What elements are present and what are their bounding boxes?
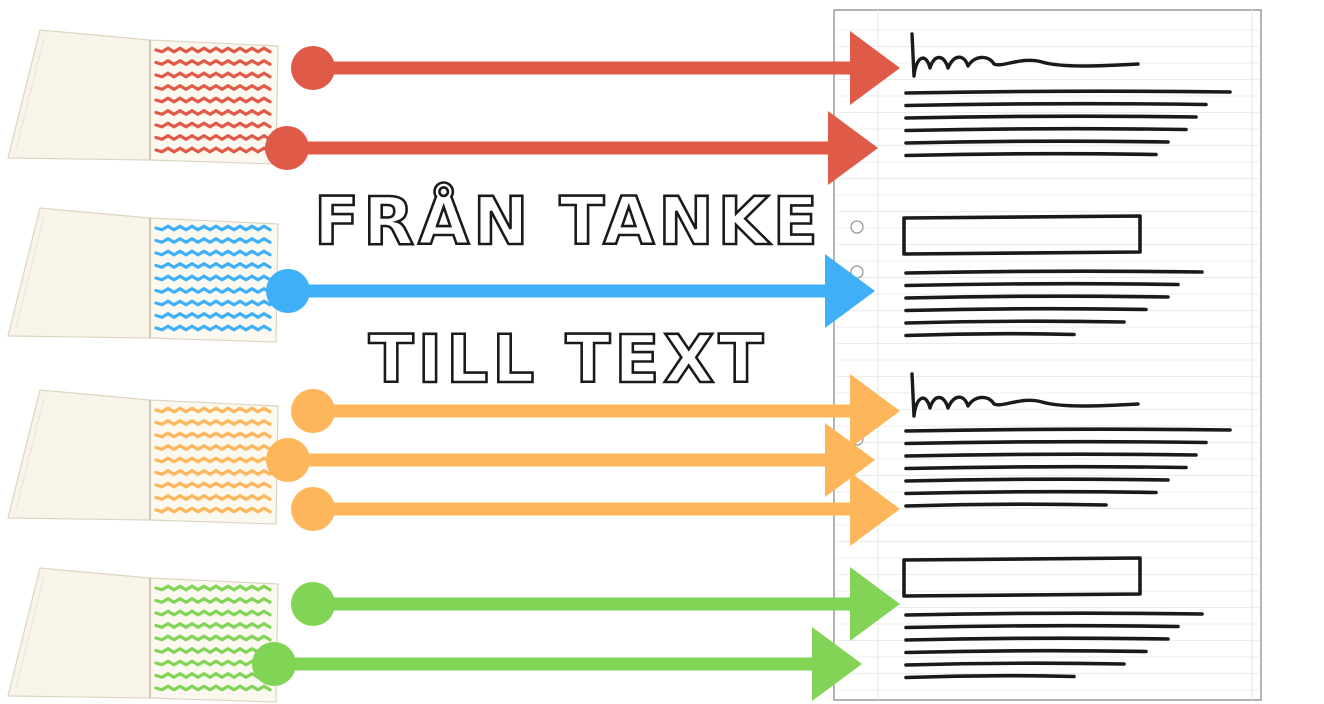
heading-scribble xyxy=(910,32,1140,78)
notebook-green xyxy=(7,567,279,703)
document-page xyxy=(833,9,1262,701)
body-text-line xyxy=(904,489,1158,496)
heading-box xyxy=(902,214,1142,256)
body-text-line xyxy=(904,281,1180,288)
notebook-text-line xyxy=(154,133,272,142)
notebook-orange xyxy=(7,389,279,525)
notebook-text-line xyxy=(154,261,272,270)
headline-line-2: TILL TEXT xyxy=(369,321,768,398)
notebook-text-line xyxy=(154,659,272,667)
notebook-text-line xyxy=(154,71,272,79)
red-arrow xyxy=(265,111,878,185)
arrow-head xyxy=(812,627,862,701)
arrow-head xyxy=(850,374,900,448)
notebook-text-line xyxy=(154,418,272,427)
notebook-text-line xyxy=(154,634,272,642)
body-text-line xyxy=(904,101,1208,108)
green-arrow xyxy=(252,627,862,701)
document-section xyxy=(904,372,1232,508)
body-text-line xyxy=(904,502,1108,508)
arrow-head xyxy=(828,111,878,185)
notebook-text-line xyxy=(154,671,272,680)
notebook-text-line xyxy=(154,646,272,655)
notebook-text-line xyxy=(154,224,272,232)
body-text-line xyxy=(904,114,1198,120)
blue-arrow xyxy=(266,254,875,328)
headline-line-1: FRÅN TANKE xyxy=(314,182,822,260)
notebook-text-line xyxy=(154,443,272,452)
document-section xyxy=(902,214,1204,338)
body-text-line xyxy=(904,151,1158,158)
body-text-line xyxy=(904,477,1170,483)
notebook-text-line xyxy=(154,468,272,477)
notebook-text-line xyxy=(154,311,272,320)
notebook-text-line xyxy=(154,286,272,295)
body-text-line xyxy=(904,648,1148,655)
body-text-line xyxy=(904,427,1232,433)
body-text-line xyxy=(904,139,1170,145)
body-text-line xyxy=(904,331,1076,338)
arrow-head xyxy=(850,31,900,105)
notebook-text-line xyxy=(154,481,272,489)
document-section xyxy=(902,556,1204,680)
notebook-blue xyxy=(7,207,279,343)
arrow-head xyxy=(850,567,900,641)
notebook-text-line xyxy=(154,493,272,502)
heading-box xyxy=(902,556,1142,598)
green-arrow xyxy=(291,567,900,641)
document-sections xyxy=(902,32,1232,680)
orange-arrow xyxy=(266,423,875,497)
notebook-text-line xyxy=(154,406,272,414)
notebook-text-line xyxy=(154,456,272,464)
heading-scribble xyxy=(910,372,1140,418)
body-text-line xyxy=(904,464,1188,471)
arrow-head xyxy=(850,472,900,546)
document-section xyxy=(904,32,1232,158)
body-text-line xyxy=(904,319,1126,325)
arrows-group xyxy=(252,31,900,701)
body-text-line xyxy=(904,294,1170,300)
arrow-head xyxy=(825,423,875,497)
orange-arrow xyxy=(291,472,900,546)
body-text-line xyxy=(904,673,1076,680)
body-text-line xyxy=(904,126,1188,133)
body-text-line xyxy=(904,623,1180,630)
notebook-text-line xyxy=(154,236,272,245)
notebooks-group xyxy=(7,29,279,703)
notebook-text-line xyxy=(154,584,272,592)
notebook-text-line xyxy=(154,249,272,257)
notebook-text-line xyxy=(154,324,272,332)
notebook-text-line xyxy=(154,274,272,282)
notebook-text-line xyxy=(154,431,272,439)
body-text-line xyxy=(904,439,1208,446)
notebook-text-line xyxy=(154,146,272,154)
notebook-text-line xyxy=(154,621,272,630)
body-text-line xyxy=(904,306,1148,313)
red-arrow xyxy=(291,31,900,105)
notebook-text-line xyxy=(154,108,272,117)
orange-arrow xyxy=(291,374,900,448)
punch-hole xyxy=(850,220,864,234)
notebook-text-line xyxy=(154,83,272,92)
body-text-line xyxy=(904,452,1198,458)
body-text-line xyxy=(904,611,1204,617)
notebook-text-line xyxy=(154,46,272,54)
arrow-head xyxy=(825,254,875,328)
body-text-line xyxy=(904,636,1170,642)
notebook-text-line xyxy=(154,299,272,307)
notebook-text-line xyxy=(154,96,272,104)
notebook-text-line xyxy=(154,684,272,692)
notebook-text-line xyxy=(154,596,272,605)
notebook-text-line xyxy=(154,58,272,67)
notebook-text-line xyxy=(154,506,272,514)
notebook-text-line xyxy=(154,609,272,617)
body-text-line xyxy=(904,269,1204,275)
body-text-line xyxy=(904,661,1126,667)
notebook-text-line xyxy=(154,121,272,129)
body-text-line xyxy=(904,89,1232,95)
notebook-red xyxy=(7,29,279,165)
